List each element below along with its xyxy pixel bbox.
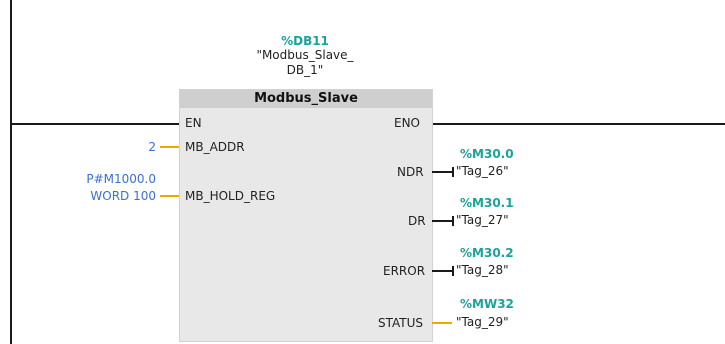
power-flow-wire-en xyxy=(12,123,180,125)
pin-eno[interactable]: ENO xyxy=(394,116,421,130)
output-wire-status xyxy=(432,322,452,324)
output-wire-error xyxy=(432,270,452,272)
dr-tag[interactable]: "Tag_27" xyxy=(456,213,509,227)
pin-error[interactable]: ERROR xyxy=(383,264,426,278)
instance-db-address[interactable]: %DB11 xyxy=(281,34,329,48)
error-tag[interactable]: "Tag_28" xyxy=(456,263,509,277)
connector-dr xyxy=(452,216,454,226)
error-address[interactable]: %M30.2 xyxy=(460,246,514,260)
output-wire-dr xyxy=(432,220,452,222)
pin-en[interactable]: EN xyxy=(185,116,202,130)
pin-ndr[interactable]: NDR xyxy=(397,165,424,179)
mb-addr-value[interactable]: 2 xyxy=(148,140,156,154)
connector-ndr xyxy=(452,167,454,177)
instance-db-name-line2[interactable]: DB_1" xyxy=(286,63,324,77)
dr-address[interactable]: %M30.1 xyxy=(460,196,514,210)
ndr-address[interactable]: %M30.0 xyxy=(460,147,514,161)
param-wire-mb-addr xyxy=(160,146,179,148)
status-tag[interactable]: "Tag_29" xyxy=(456,315,509,329)
output-wire-ndr xyxy=(432,171,452,173)
param-wire-mb-hold-reg xyxy=(160,195,179,197)
connector-error xyxy=(452,266,454,276)
status-address[interactable]: %MW32 xyxy=(460,297,514,311)
mb-hold-reg-value-line2[interactable]: WORD 100 xyxy=(90,189,156,203)
ndr-tag[interactable]: "Tag_26" xyxy=(456,164,509,178)
pin-mb-addr[interactable]: MB_ADDR xyxy=(185,140,245,154)
modbus-slave-block[interactable]: Modbus_Slave xyxy=(179,89,433,342)
mb-hold-reg-value-line1[interactable]: P#M1000.0 xyxy=(86,172,156,186)
instance-db-name-line1[interactable]: "Modbus_Slave_ xyxy=(256,48,354,62)
power-rail xyxy=(10,0,12,344)
pin-mb-hold-reg[interactable]: MB_HOLD_REG xyxy=(185,189,276,203)
pin-status[interactable]: STATUS xyxy=(378,316,424,330)
pin-dr[interactable]: DR xyxy=(408,214,426,228)
power-flow-wire-eno xyxy=(432,123,725,125)
block-title: Modbus_Slave xyxy=(180,90,432,108)
